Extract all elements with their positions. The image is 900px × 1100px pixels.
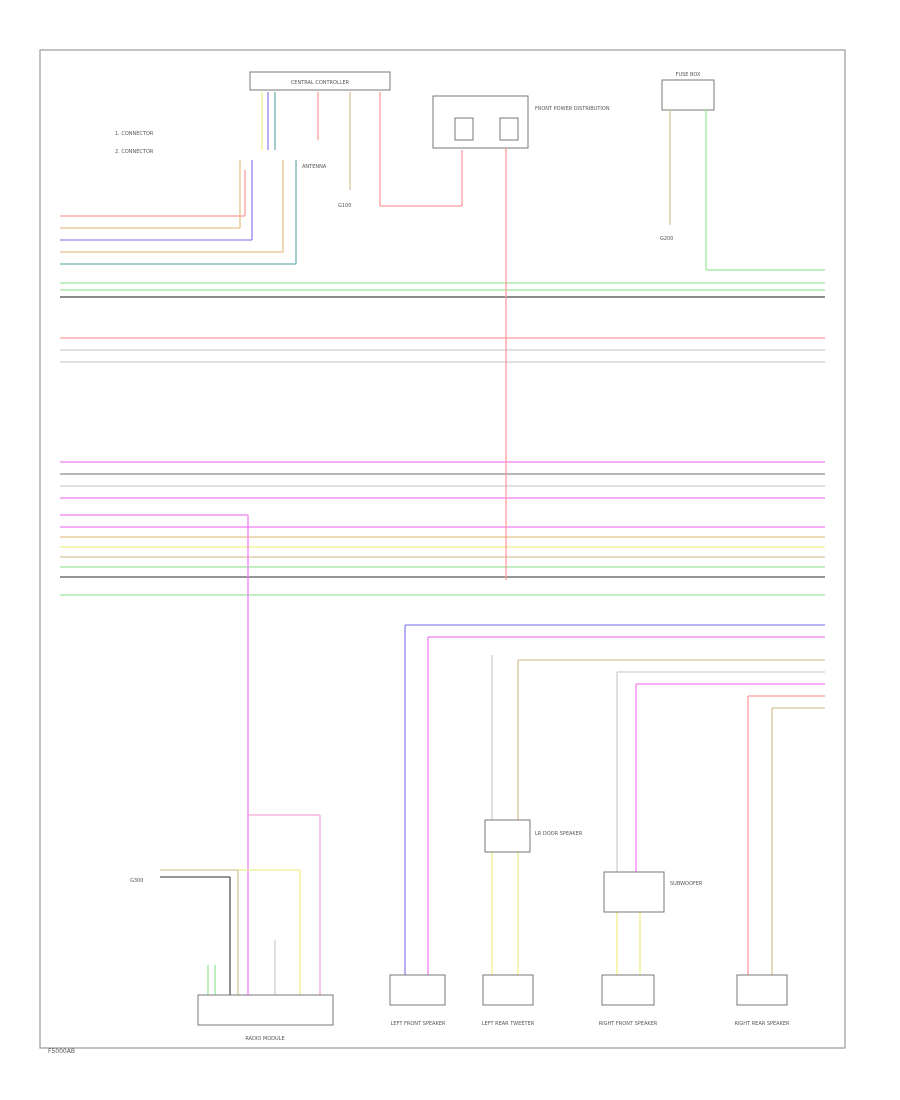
control-unit-top: CENTRAL CONTROLLER	[249, 71, 391, 91]
front-power-distribution-label: FRONT POWER DISTRIBUTION	[535, 106, 610, 112]
lr-door-speaker: LR DOOR SPEAKER	[484, 819, 583, 853]
fuse-block: FUSE BOX	[661, 72, 715, 111]
ground-label-3: G300	[130, 878, 143, 884]
ground-label-2: G200	[660, 236, 673, 242]
legend: 1. CONNECTOR 2. CONNECTOR	[115, 131, 154, 155]
rr-speaker: RIGHT REAR SPEAKER	[734, 974, 790, 1027]
lf-speaker: LEFT FRONT SPEAKER	[389, 974, 446, 1027]
legend-item-2: 2. CONNECTOR	[115, 149, 154, 155]
front-power-distribution: FRONT POWER DISTRIBUTION	[432, 95, 610, 149]
subwoofer-label: SUBWOOFER	[670, 881, 703, 887]
radio-head-label: RADIO MODULE	[245, 1036, 284, 1042]
wires	[60, 92, 825, 995]
lf-speaker-label: LEFT FRONT SPEAKER	[391, 1021, 446, 1027]
page-code: F5000AB	[48, 1048, 75, 1055]
antenna-top-label: ANTENNA	[302, 164, 327, 170]
lr-tweeter: LEFT REAR TWEETER	[482, 974, 535, 1027]
lr-door-speaker-label: LR DOOR SPEAKER	[535, 831, 583, 837]
rr-speaker-label: RIGHT REAR SPEAKER	[734, 1021, 790, 1027]
subwoofer: SUBWOOFER	[603, 871, 703, 913]
ground-label-1: G100	[338, 203, 351, 209]
control-unit-label: CENTRAL CONTROLLER	[291, 80, 350, 86]
lr-tweeter-label: LEFT REAR TWEETER	[482, 1021, 535, 1027]
fuse-block-label: FUSE BOX	[676, 72, 701, 78]
diagram-border	[39, 49, 846, 1049]
rf-speaker-label: RIGHT FRONT SPEAKER	[599, 1021, 658, 1027]
legend-item-1: 1. CONNECTOR	[115, 131, 154, 137]
radio-head: RADIO MODULE	[197, 994, 334, 1042]
rf-speaker: RIGHT FRONT SPEAKER	[599, 974, 658, 1027]
